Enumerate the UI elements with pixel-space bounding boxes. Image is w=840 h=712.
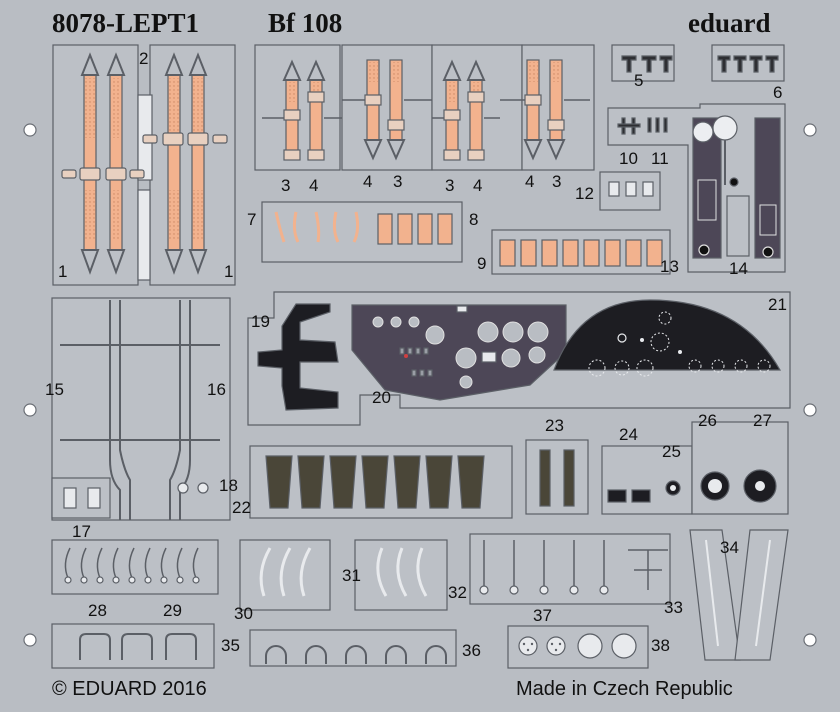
part-number: 4 (473, 176, 483, 195)
part-3-4-belt-group (254, 44, 595, 171)
part-number: 7 (247, 210, 257, 229)
part-number: 21 (768, 295, 787, 314)
part-number: 8 (469, 210, 479, 229)
part-36-fret (249, 629, 457, 667)
origin-text: Made in Czech Republic (516, 678, 733, 700)
part-9-fret (491, 229, 671, 275)
part-number: 10 (619, 149, 638, 168)
part-5-pedals (611, 44, 785, 82)
part-number: 1 (58, 262, 68, 281)
part-number: 18 (219, 476, 238, 495)
part-number: 22 (232, 498, 251, 517)
part-number: 33 (664, 598, 683, 617)
part-number: 3 (393, 172, 403, 191)
part-number: 35 (221, 636, 240, 655)
part-24-27-fret (601, 421, 789, 515)
part-number: 19 (251, 312, 270, 331)
part-number: 29 (163, 601, 182, 620)
part-number: 23 (545, 416, 564, 435)
copyright-text: © EDUARD 2016 (52, 678, 207, 700)
part-number: 37 (533, 606, 552, 625)
part-10-14-panels (599, 103, 786, 273)
part-number: 16 (207, 380, 226, 399)
part-number: 32 (448, 583, 467, 602)
part-number: 14 (729, 259, 748, 278)
part-number: 3 (552, 172, 562, 191)
part-37-38-fret (507, 625, 649, 669)
set-code: 8078-LEPT1 (52, 8, 200, 38)
part-number: 11 (651, 149, 669, 168)
part-number: 4 (525, 172, 535, 191)
part-number: 4 (363, 172, 373, 191)
part-28-29-fret (51, 539, 219, 595)
part-number: 9 (477, 254, 487, 273)
part-number: 17 (72, 522, 91, 541)
mounting-holes (23, 123, 817, 647)
model-name: Bf 108 (268, 8, 343, 38)
part-number: 34 (720, 538, 739, 557)
part-34-fret (689, 529, 789, 661)
part-number: 13 (660, 257, 679, 276)
part-number: 2 (139, 49, 149, 68)
part-number: 30 (234, 604, 253, 623)
part-number: 3 (281, 176, 291, 195)
part-30-33-fret (239, 533, 671, 611)
brand-name: eduard (688, 8, 771, 38)
part-19-21-fret (247, 291, 791, 426)
part-7-8-fret (261, 201, 463, 263)
part-number: 6 (773, 83, 783, 102)
part-35-fret (51, 623, 215, 669)
part-number: 36 (462, 641, 481, 660)
part-number: 28 (88, 601, 107, 620)
part-number: 27 (753, 411, 772, 430)
part-1-belt-group (52, 44, 236, 286)
part-number: 24 (619, 425, 638, 444)
part-number: 38 (651, 636, 670, 655)
part-number: 20 (372, 388, 391, 407)
part-number: 25 (662, 442, 681, 461)
part-number: 4 (309, 176, 319, 195)
part-22-fret (249, 445, 513, 519)
part-number: 31 (342, 566, 361, 585)
part-number: 26 (698, 411, 717, 430)
part-number: 15 (45, 380, 64, 399)
part-number: 1 (224, 262, 234, 281)
part-number: 5 (634, 71, 644, 90)
part-15-18-fret (51, 297, 231, 521)
part-number: 12 (575, 184, 594, 203)
part-23-fret (525, 439, 589, 515)
part-number: 3 (445, 176, 455, 195)
